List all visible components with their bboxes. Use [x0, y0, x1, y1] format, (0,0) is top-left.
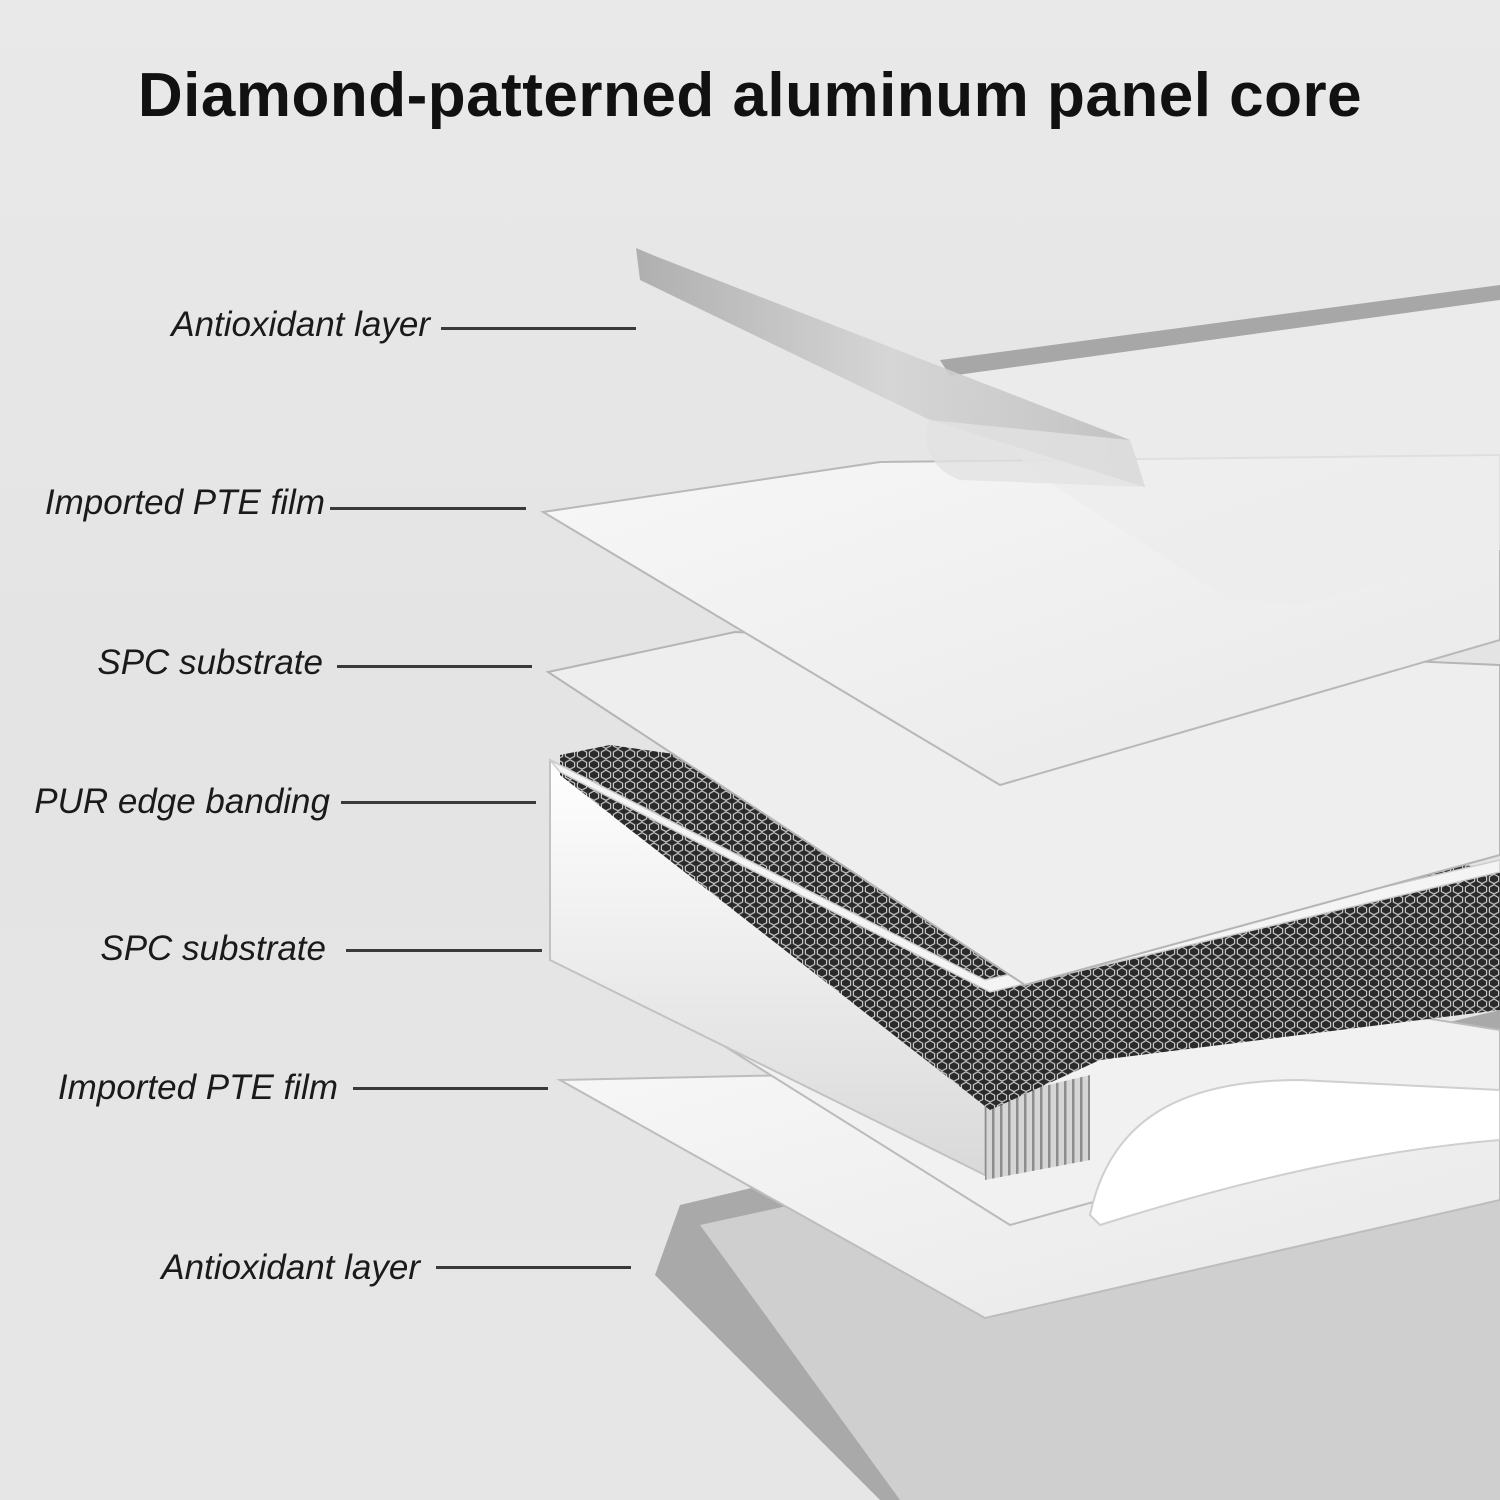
label-spc-substrate-bottom: SPC substrate: [100, 929, 326, 968]
label-antioxidant-layer-top: Antioxidant layer: [171, 305, 430, 344]
leader-line-pte-film-top: [330, 507, 526, 510]
leader-line-spc-substrate-bottom: [346, 949, 542, 952]
leader-line-antioxidant-layer-top: [441, 327, 636, 330]
leader-line-pte-film-bottom: [353, 1087, 548, 1090]
label-pte-film-bottom: Imported PTE film: [57, 1068, 338, 1107]
leader-line-antioxidant-layer-bottom: [436, 1266, 631, 1269]
top-spc-substrate: [545, 630, 1500, 987]
label-pur-edge-banding: PUR edge banding: [34, 782, 330, 821]
label-spc-substrate-top: SPC substrate: [97, 643, 323, 682]
leader-line-pur-edge-banding: [341, 801, 536, 804]
page-title: Diamond-patterned aluminum panel core: [137, 61, 1363, 130]
top-antioxidant-layer: [636, 248, 1500, 605]
label-pte-film-top: Imported PTE film: [44, 483, 325, 522]
label-antioxidant-layer-bottom: Antioxidant layer: [161, 1248, 420, 1287]
leader-line-spc-substrate-top: [337, 665, 532, 668]
